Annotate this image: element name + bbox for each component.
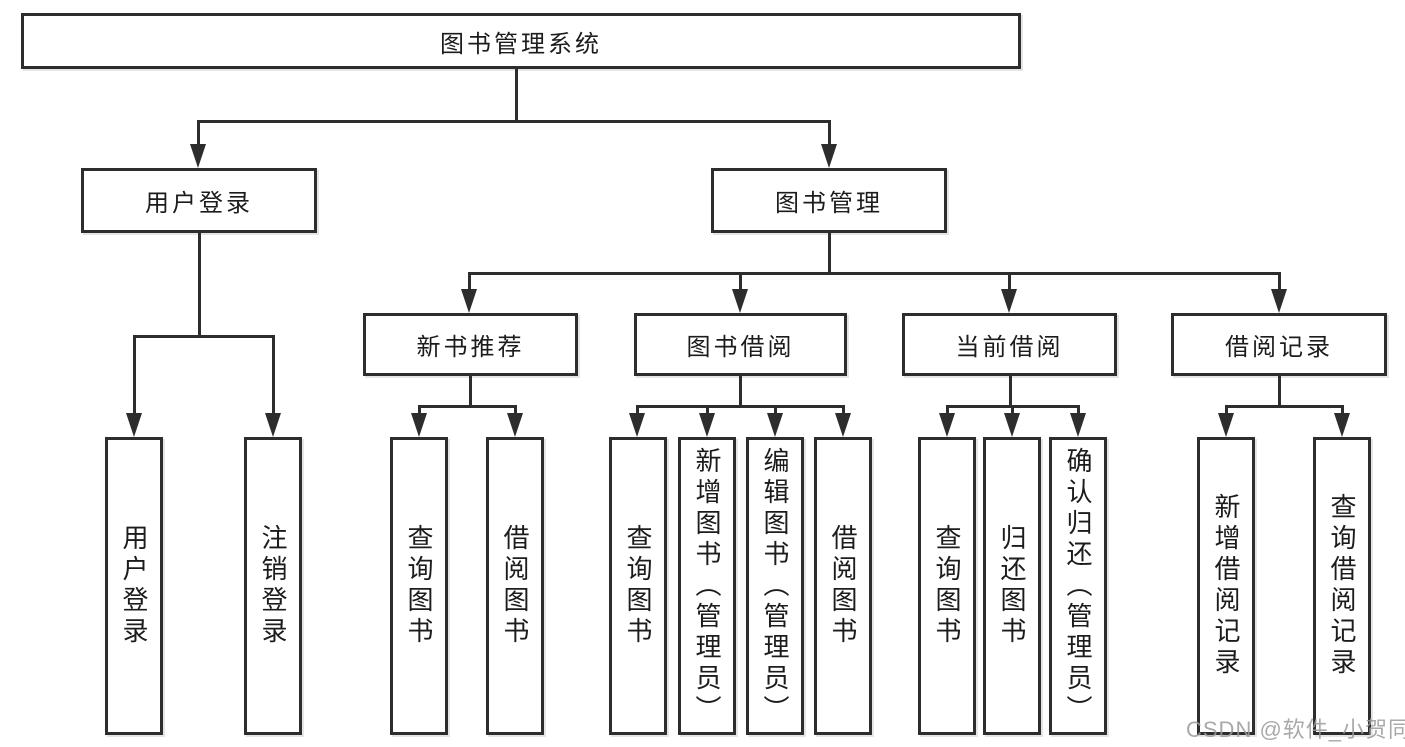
arrow-down-icon: [265, 413, 281, 437]
leaf-user-login: 用户登录: [105, 437, 163, 735]
leaf-label: 借阅图书: [500, 524, 530, 648]
arrow-down-icon: [190, 144, 206, 168]
connector-line: [1011, 405, 1014, 417]
node-label: 图书管理系统: [440, 30, 602, 58]
leaf-borrow-books-borrowing: 借阅图书: [814, 437, 872, 735]
node-label: 图书借阅: [686, 334, 795, 361]
leaf-label: 查询图书: [623, 524, 653, 648]
connector-line: [133, 335, 275, 338]
arrow-down-icon: [629, 413, 645, 437]
node-new-book-recommendation: 新书推荐: [363, 313, 578, 376]
connector-line: [1225, 405, 1344, 408]
leaf-label: 查询借阅记录: [1327, 493, 1357, 679]
connector-line: [1077, 405, 1080, 417]
leaf-label: 用户登录: [119, 524, 149, 648]
arrow-down-icon: [507, 413, 523, 437]
connector-line: [514, 405, 517, 417]
leaf-label: 查询图书: [932, 524, 962, 648]
connector-line: [133, 335, 136, 415]
leaf-borrow-books-recommendation: 借阅图书: [486, 437, 544, 735]
connector-line: [1008, 272, 1011, 291]
arrow-down-icon: [1334, 413, 1350, 437]
arrow-down-icon: [1004, 413, 1020, 437]
connector-line: [1009, 376, 1012, 408]
arrow-down-icon: [1271, 289, 1287, 313]
leaf-label: 查询图书: [404, 524, 434, 648]
connector-line: [468, 272, 1281, 275]
connector-line: [1278, 376, 1281, 408]
arrow-down-icon: [767, 413, 783, 437]
node-current-borrowing: 当前借阅: [902, 313, 1117, 376]
connector-line: [842, 405, 845, 417]
leaf-logout: 注销登录: [244, 437, 302, 735]
connector-line: [418, 405, 517, 408]
leaf-edit-book-admin: 编辑图书（管理员）: [746, 437, 804, 735]
connector-line: [1341, 405, 1344, 417]
arrow-down-icon: [411, 413, 427, 437]
leaf-add-book-admin: 新增图书（管理员）: [678, 437, 736, 735]
connector-line: [828, 120, 831, 146]
node-borrowing-records: 借阅记录: [1171, 313, 1387, 376]
leaf-label: 归还图书: [997, 524, 1027, 648]
leaf-label: 新增图书（管理员）: [692, 446, 722, 726]
leaf-label: 确认归还（管理员）: [1063, 446, 1093, 726]
connector-line: [469, 376, 472, 408]
arrow-down-icon: [1001, 289, 1017, 313]
leaf-label: 注销登录: [258, 524, 288, 648]
connector-line: [739, 376, 742, 408]
connector-line: [636, 405, 639, 417]
connector-line: [946, 405, 949, 417]
node-label: 用户登录: [145, 190, 253, 217]
arrow-down-icon: [732, 289, 748, 313]
node-book-borrowing: 图书借阅: [634, 313, 847, 376]
arrow-down-icon: [939, 413, 955, 437]
arrow-down-icon: [1070, 413, 1086, 437]
connector-line: [272, 335, 275, 415]
leaf-label: 编辑图书（管理员）: [760, 446, 790, 726]
node-label: 当前借阅: [955, 334, 1064, 361]
connector-line: [198, 233, 201, 338]
leaf-query-borrow-record: 查询借阅记录: [1313, 437, 1371, 735]
connector-line: [197, 120, 831, 123]
arrow-down-icon: [699, 413, 715, 437]
arrow-down-icon: [461, 289, 477, 313]
node-label: 新书推荐: [416, 334, 525, 361]
leaf-confirm-return-admin: 确认归还（管理员）: [1049, 437, 1107, 735]
connector-line: [1278, 272, 1281, 291]
arrow-down-icon: [1218, 413, 1234, 437]
connector-line: [515, 69, 518, 122]
connector-line: [197, 120, 200, 146]
leaf-label: 借阅图书: [828, 524, 858, 648]
arrow-down-icon: [835, 413, 851, 437]
leaf-query-books-recommendation: 查询图书: [390, 437, 448, 735]
leaf-query-books-current: 查询图书: [918, 437, 976, 735]
connector-line: [739, 272, 742, 291]
node-library-system: 图书管理系统: [21, 13, 1021, 69]
node-label: 图书管理: [775, 190, 883, 217]
connector-line: [636, 405, 844, 408]
leaf-query-books-borrowing: 查询图书: [609, 437, 667, 735]
connector-line: [828, 233, 831, 275]
leaf-return-books: 归还图书: [983, 437, 1041, 735]
connector-line: [706, 405, 709, 417]
connector-line: [418, 405, 421, 417]
arrow-down-icon: [126, 413, 142, 437]
leaf-label: 新增借阅记录: [1211, 493, 1241, 679]
connector-line: [1225, 405, 1228, 417]
arrow-down-icon: [821, 144, 837, 168]
leaf-add-borrow-record: 新增借阅记录: [1197, 437, 1255, 735]
node-book-management: 图书管理: [711, 168, 947, 233]
connector-line: [468, 272, 471, 291]
node-user-login: 用户登录: [81, 168, 317, 233]
node-label: 借阅记录: [1225, 334, 1333, 361]
connector-line: [774, 405, 777, 417]
csdn-watermark: CSDN @软件_小贺同学: [1186, 717, 1405, 742]
